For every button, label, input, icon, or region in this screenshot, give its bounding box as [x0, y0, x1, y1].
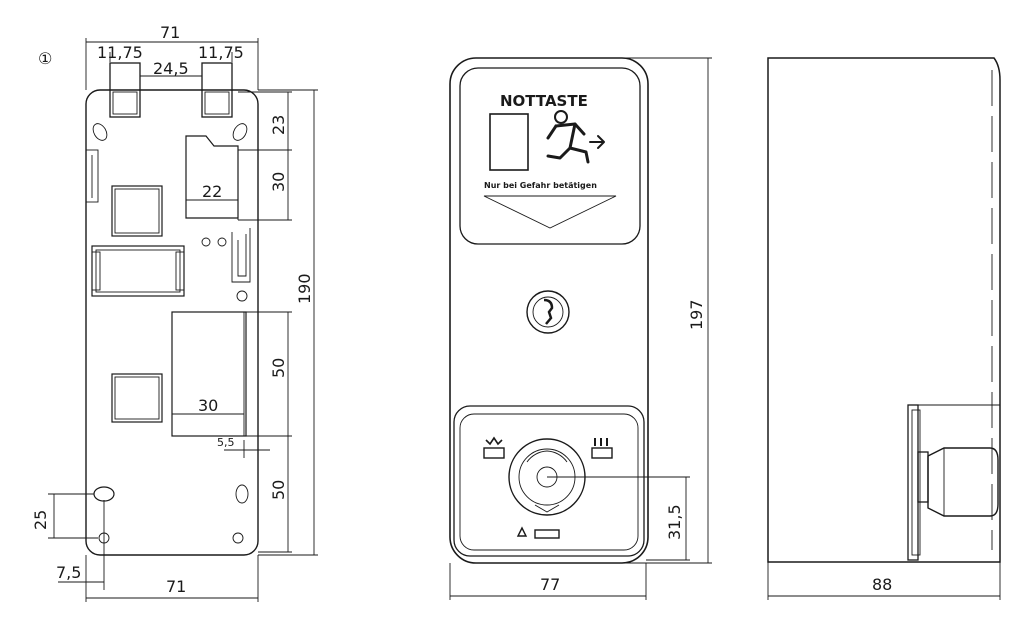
dim-7-5: 7,5	[56, 563, 81, 582]
upper-component	[185, 135, 239, 219]
door-icon	[489, 113, 529, 171]
chip-lower	[111, 373, 163, 423]
button-collar	[917, 451, 929, 503]
dim-tab-gap: 24,5	[153, 59, 189, 78]
button-cap-side	[927, 447, 999, 517]
small-hole-2	[217, 237, 227, 247]
top-tab-right	[201, 62, 233, 118]
down-arrow-icon	[483, 195, 617, 229]
mounting-plate-view: ① 71 11,75 11,75 24,5 22	[31, 23, 318, 602]
top-tab-right-inner	[204, 91, 230, 115]
figure-marker: ①	[38, 49, 52, 68]
indicator-bottom	[534, 529, 560, 539]
chip-upper	[111, 185, 163, 237]
dim-width: 77	[540, 575, 560, 594]
hole-bottom-right	[232, 532, 244, 544]
dim-31-5: 31,5	[665, 504, 684, 540]
side-view: 88	[767, 57, 1001, 600]
top-tab-left-inner	[112, 91, 138, 115]
dim-30-upper: 30	[269, 172, 288, 192]
top-tab-left	[109, 62, 141, 118]
side-clip	[85, 149, 99, 203]
sun-icon	[485, 436, 503, 446]
dim-50-upper: 50	[269, 358, 288, 378]
dim-50-lower: 50	[269, 480, 288, 500]
housing-side-outline	[767, 57, 1001, 563]
warning-icon	[516, 526, 528, 537]
dim-tab-left: 11,75	[97, 43, 143, 62]
mount-slot-top-left	[92, 123, 108, 141]
dim-bottom-width: 71	[166, 577, 186, 596]
button-panel	[453, 405, 645, 557]
bars-icon	[594, 438, 608, 446]
dim-25: 25	[31, 510, 50, 530]
hook-bracket	[231, 228, 251, 283]
dim-top-width: 71	[160, 23, 180, 42]
small-hole-3	[236, 290, 248, 302]
button-flange	[907, 404, 919, 561]
key-switch[interactable]	[526, 290, 570, 334]
rotate-arrow-icon	[526, 450, 548, 463]
sign-subtitle: Nur bei Gefahr betätigen	[484, 181, 597, 190]
dim-22: 22	[202, 182, 222, 201]
sign-panel	[459, 67, 641, 245]
mount-slot-top-right	[232, 123, 248, 141]
mount-slot-bottom-left	[93, 486, 115, 502]
key-icon	[543, 298, 554, 325]
dim-5-5: 5,5	[217, 436, 235, 449]
small-hole-1	[201, 237, 211, 247]
front-view: NOTTASTE Nur bei Gefahr betätigen	[449, 57, 712, 600]
housing-front-outline	[449, 57, 649, 564]
dim-depth: 88	[872, 575, 892, 594]
indicator-left	[483, 447, 505, 459]
indicator-right	[591, 447, 613, 459]
dim-190: 190	[295, 273, 314, 304]
dim-30-lower: 30	[198, 396, 218, 415]
mount-slot-bottom-right	[235, 484, 249, 504]
running-man-icon	[546, 110, 605, 164]
relay	[91, 245, 185, 297]
lower-component	[171, 311, 247, 437]
plate-outline	[85, 89, 259, 556]
dim-height: 197	[687, 299, 706, 330]
dim-tab-right: 11,75	[198, 43, 244, 62]
sign-title: NOTTASTE	[500, 92, 588, 110]
dim-23: 23	[269, 115, 288, 135]
